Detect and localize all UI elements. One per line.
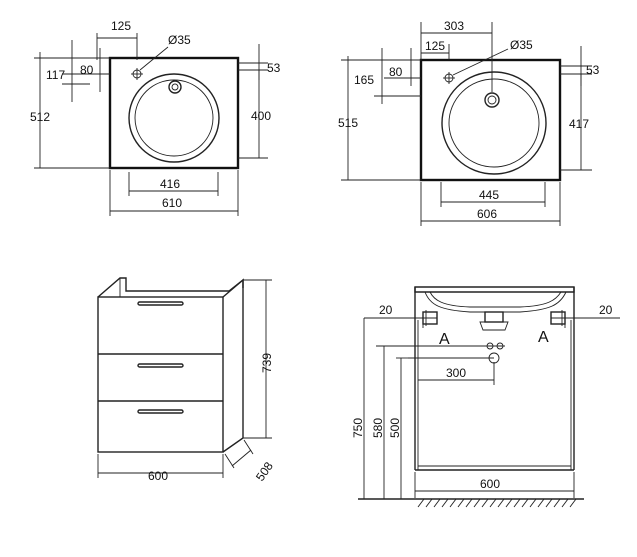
- section-dim-500: 500: [388, 418, 402, 438]
- tr-dim-606: 606: [477, 207, 497, 221]
- tl-dim-53: 53: [267, 61, 281, 75]
- tr-outline: [419, 58, 562, 182]
- tl-outline: [108, 56, 240, 170]
- tl-bowl-outer: [128, 73, 220, 163]
- section-mark-right: A: [538, 329, 549, 346]
- section-dim-20-left: 20: [379, 303, 393, 317]
- tl-hole-diameter: Ø35: [168, 33, 191, 47]
- floor-hatch: [417, 498, 577, 508]
- tr-dim-125: 125: [425, 39, 445, 53]
- cabinet-dim-739: 739: [260, 353, 274, 373]
- tl-dim-125: 125: [111, 19, 131, 33]
- tr-dim-417: 417: [569, 117, 589, 131]
- tr-drain: [484, 92, 500, 108]
- tl-bowl-inner: [134, 79, 214, 157]
- tl-dim-512: 512: [30, 110, 50, 124]
- tl-dim-400: 400: [251, 109, 271, 123]
- tr-bowl-outer: [441, 71, 547, 175]
- section-dim-300: 300: [446, 366, 466, 380]
- drawer-handle-top: [137, 301, 184, 306]
- tr-dim-515: 515: [338, 116, 358, 130]
- basin-bowl: [424, 291, 567, 313]
- tr-dim-303: 303: [444, 19, 464, 33]
- cabinet-side: [222, 278, 244, 453]
- tr-dim-165: 165: [354, 73, 374, 87]
- basin-rim: [414, 286, 575, 293]
- tr-dim-53: 53: [586, 63, 600, 77]
- drawer-handle-middle: [137, 363, 184, 368]
- drawer-handle-bottom: [137, 409, 184, 414]
- top-left-plan-view: Ø35 125 117 80 512 53 400 416: [30, 19, 281, 216]
- section-dim-600: 600: [480, 477, 500, 491]
- cabinet-front: [97, 296, 224, 453]
- cabinet-dim-600: 600: [148, 469, 168, 483]
- tr-bowl-inner: [448, 78, 540, 168]
- cabinet-dim-508: 508: [253, 459, 276, 484]
- tl-dim-80: 80: [80, 63, 94, 77]
- section-view: A A 20 20 300 750 580 500 600: [351, 286, 620, 508]
- tr-hole-diameter: Ø35: [510, 38, 533, 52]
- tl-drain: [168, 80, 182, 94]
- tr-dim-445: 445: [479, 188, 499, 202]
- tl-dim-416: 416: [160, 177, 180, 191]
- section-dim-580: 580: [371, 418, 385, 438]
- tr-dim-80: 80: [389, 65, 403, 79]
- basin-drain: [484, 311, 504, 323]
- cabinet-perspective-view: 739 600 508: [97, 277, 276, 484]
- section-dim-750: 750: [351, 418, 365, 438]
- top-right-plan-view: Ø35 303 125 165 80 515 53 417: [338, 19, 600, 226]
- tl-dim-117: 117: [46, 68, 65, 82]
- tl-dim-610: 610: [162, 196, 182, 210]
- section-mark-left: A: [439, 331, 450, 348]
- section-dim-20-right: 20: [599, 303, 613, 317]
